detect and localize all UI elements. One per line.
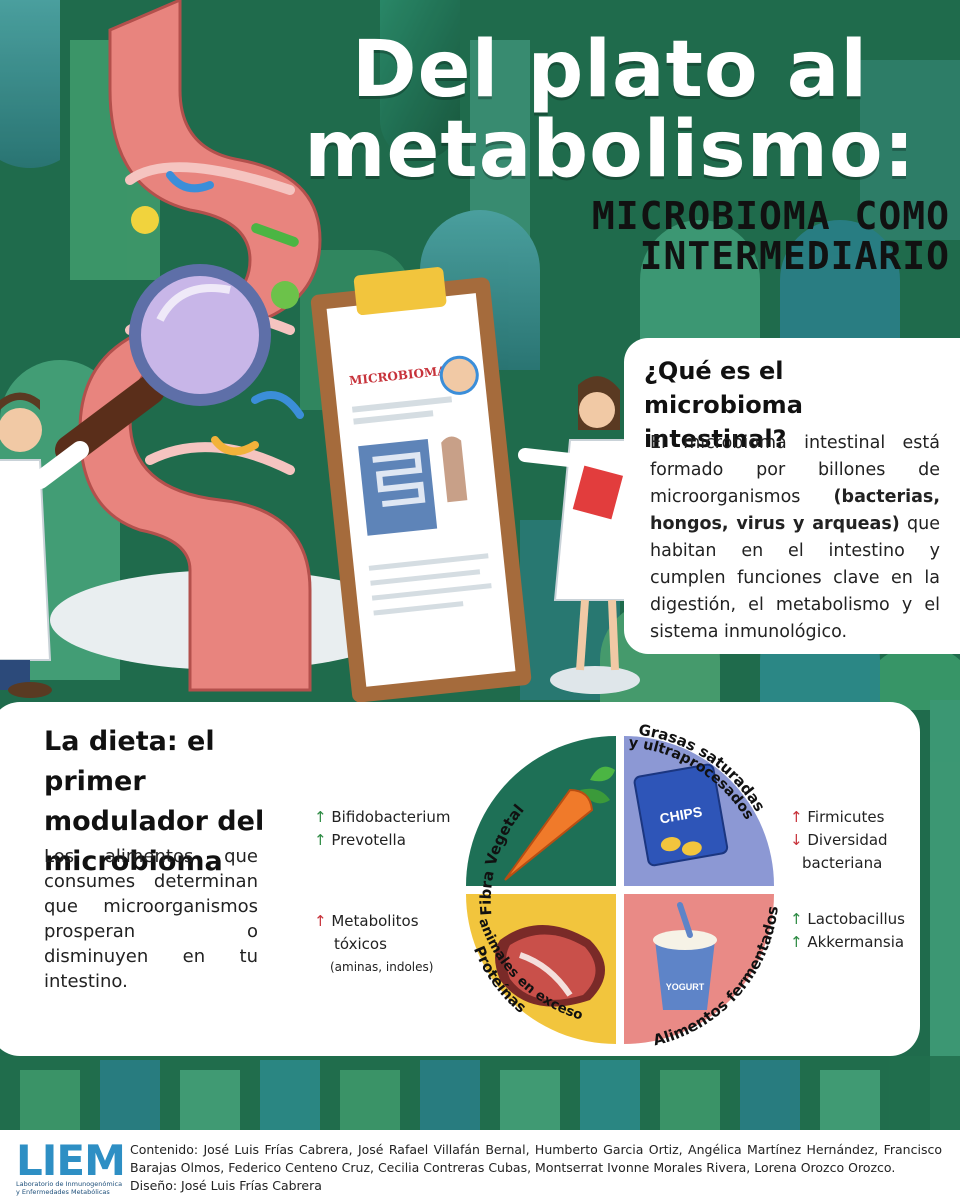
microbe-icon — [166, 171, 214, 193]
effect-item: ↑ Lactobacillus — [790, 910, 905, 928]
microbe-icon — [131, 206, 159, 234]
credits-design: Diseño: José Luis Frías Cabrera — [130, 1178, 322, 1193]
subtitle-line-2: INTERMEDIARIO — [639, 234, 950, 278]
liem-logo: LIEM — [16, 1136, 126, 1185]
microbioma-text-bold: (bacterias, hongos, virus y arqueas) — [650, 487, 940, 534]
credits-content: Contenido: José Luis Frías Cabrera, José… — [130, 1142, 942, 1175]
chips-label: CHIPS — [658, 803, 703, 826]
yogurt-label: YOGURT — [666, 982, 705, 992]
microbe-icon — [251, 391, 304, 419]
effect-item: ↑ Prevotella — [314, 831, 406, 849]
effect-item: tóxicos — [334, 935, 387, 953]
magnifier-icon — [55, 264, 271, 465]
clipboard-illustration: MICROBIOMA — [310, 267, 532, 703]
microbioma-text-part2: que habitan en el intestino y cumplen fu… — [650, 514, 940, 642]
title-line-1: Del plato al — [351, 25, 869, 115]
microbioma-text: El microbioma intestinal está formado po… — [650, 430, 940, 646]
effects-fermentados: ↑ Lactobacillus ↑ Akkermansia — [790, 908, 905, 954]
microbioma-heading: ¿Qué es el microbioma intestinal? — [644, 357, 803, 453]
footer: LIEM Laboratorio de Inmunogenómica y Enf… — [0, 1130, 960, 1200]
plate-quadrant-fibra — [466, 736, 616, 886]
effect-item: ↑ Firmicutes — [790, 808, 885, 826]
dieta-heading: La dieta: el primer modulador del microb… — [44, 726, 265, 877]
yogurt-icon: YOGURT — [653, 902, 717, 1010]
effects-proteinas: ↑ Metabolitos tóxicos (aminas, indoles) — [314, 910, 433, 979]
scientist-left-illustration — [0, 392, 89, 698]
carrot-icon — [504, 766, 615, 881]
title-line-2: metabolismo: — [304, 105, 916, 195]
intestine-illustration — [78, 0, 322, 692]
effects-grasas: ↑ Firmicutes ↓ Diversidad bacteriana — [790, 806, 888, 875]
steak-icon — [495, 925, 605, 1007]
effect-item: ↑ Bifidobacterium — [314, 808, 451, 826]
chips-icon: CHIPS — [633, 763, 729, 867]
liem-logo-subtitle: Laboratorio de Inmunogenómica y Enfermed… — [16, 1180, 123, 1196]
effects-fibra: ↑ Bifidobacterium ↑ Prevotella — [314, 806, 451, 852]
credits: Contenido: José Luis Frías Cabrera, José… — [130, 1141, 942, 1195]
microbe-icon — [251, 223, 299, 247]
effect-item: ↓ Diversidad — [790, 831, 888, 849]
effect-item: (aminas, indoles) — [330, 960, 434, 974]
effect-item: bacteriana — [802, 854, 883, 872]
microbioma-card: ¿Qué es el microbioma intestinal? El mic… — [624, 338, 960, 654]
subtitle: MICROBIOMA COMO INTERMEDIARIO — [520, 196, 950, 276]
microbe-icon — [211, 436, 259, 456]
dieta-text: Los alimentos que consumes determinan qu… — [44, 846, 258, 992]
scientist-right-illustration — [518, 376, 647, 694]
food-plate: CHIPS YOGURT Fibra Vegetal Grasas satura… — [466, 721, 782, 1049]
effect-item: ↑ Akkermansia — [790, 933, 905, 951]
main-title: Del plato al metabolismo: — [270, 30, 950, 190]
illustration: MICROBIOMA — [0, 0, 647, 703]
subtitle-line-1: MICROBIOMA COMO — [591, 194, 950, 238]
microbioma-text-part1: El microbioma intestinal está formado po… — [650, 433, 940, 507]
microbe-icon — [271, 281, 299, 309]
effect-item: ↑ Metabolitos — [314, 912, 419, 930]
